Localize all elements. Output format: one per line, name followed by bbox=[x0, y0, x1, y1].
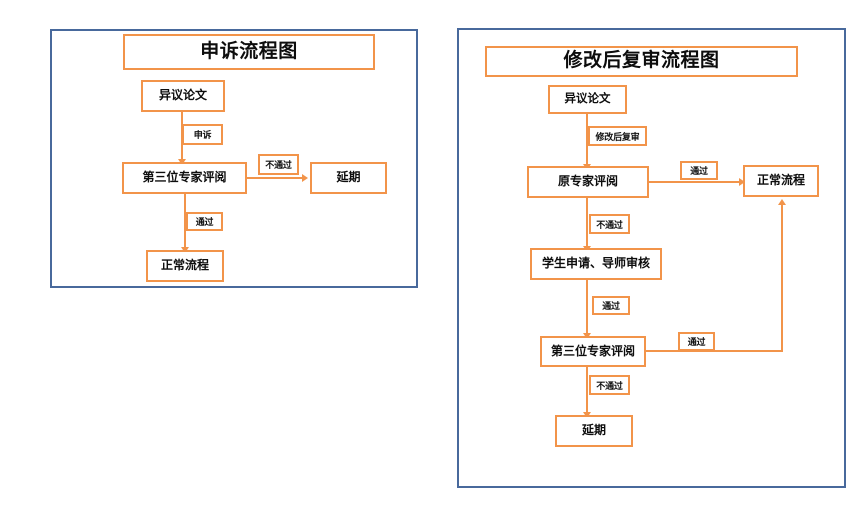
node-third-expert-review-left[interactable]: 第三位专家评阅 bbox=[122, 162, 247, 194]
node-normal-process-right[interactable]: 正常流程 bbox=[743, 165, 819, 197]
edge-label-fail-left: 不通过 bbox=[258, 154, 299, 175]
arrowhead-third-to-normal-right bbox=[778, 199, 786, 205]
edge-label-pass-left: 通过 bbox=[186, 212, 223, 231]
arrowhead-third-to-postpone bbox=[302, 174, 308, 182]
edge-label-third-fail-to-postpone: 不通过 bbox=[589, 375, 630, 395]
edge-label-pass-to-normal: 通过 bbox=[680, 161, 718, 180]
node-dispute-paper-left[interactable]: 异议论文 bbox=[141, 80, 225, 112]
right-diagram-title: 修改后复审流程图 bbox=[485, 46, 798, 77]
arrowhead-original-to-normal bbox=[739, 178, 745, 186]
edge-label-third-pass-to-normal: 通过 bbox=[678, 332, 715, 351]
node-dispute-paper-right[interactable]: 异议论文 bbox=[548, 85, 627, 114]
revision-review-flow-panel: 修改后复审流程图 异议论文 修改后复审 原专家评阅 通过 正常流程 不通过 学生… bbox=[457, 28, 846, 488]
appeal-flow-panel: 申诉流程图 异议论文 申诉 第三位专家评阅 不通过 延期 通过 正常流程 bbox=[50, 29, 418, 288]
left-diagram-title: 申诉流程图 bbox=[123, 34, 375, 70]
connector-third-to-postpone-vertical bbox=[586, 367, 588, 415]
node-normal-process-left[interactable]: 正常流程 bbox=[146, 250, 224, 282]
node-student-apply-advisor-audit[interactable]: 学生申请、导师审核 bbox=[530, 248, 662, 280]
node-postpone-left[interactable]: 延期 bbox=[310, 162, 387, 194]
node-original-expert-review[interactable]: 原专家评阅 bbox=[527, 166, 649, 198]
edge-label-pass-to-third: 通过 bbox=[592, 296, 630, 315]
node-postpone-right[interactable]: 延期 bbox=[555, 415, 633, 447]
edge-label-re-review-after-revision: 修改后复审 bbox=[588, 126, 647, 146]
connector-third-to-normal-horizontal-right bbox=[646, 350, 783, 352]
edge-label-fail-to-student: 不通过 bbox=[589, 214, 630, 234]
connector-dispute-to-original-vertical bbox=[586, 114, 588, 167]
connector-third-to-normal-vertical bbox=[184, 194, 186, 250]
node-third-expert-review-right[interactable]: 第三位专家评阅 bbox=[540, 336, 646, 367]
connector-original-to-normal-horizontal bbox=[649, 181, 741, 183]
connector-original-to-student-vertical bbox=[586, 198, 588, 249]
edge-label-appeal: 申诉 bbox=[182, 124, 223, 145]
connector-third-to-postpone-horizontal bbox=[247, 177, 304, 179]
connector-third-to-normal-vertical-right bbox=[781, 205, 783, 352]
connector-student-to-third-vertical bbox=[586, 280, 588, 336]
